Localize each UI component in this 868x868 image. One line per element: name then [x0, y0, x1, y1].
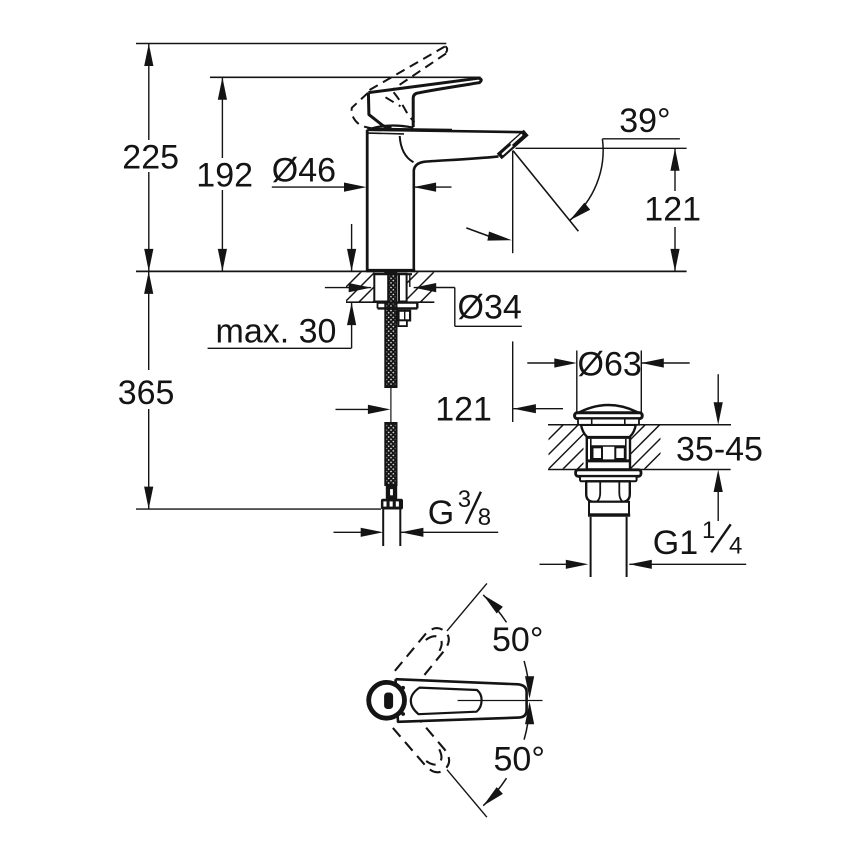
svg-text:G: G	[428, 494, 454, 532]
svg-text:max. 30: max. 30	[216, 312, 337, 350]
svg-text:192: 192	[196, 157, 253, 195]
svg-text:4: 4	[729, 533, 742, 560]
svg-text:121: 121	[435, 390, 492, 428]
svg-text:8: 8	[478, 504, 491, 531]
svg-text:225: 225	[122, 139, 179, 177]
svg-text:121: 121	[644, 191, 701, 229]
svg-text:39°: 39°	[619, 102, 670, 140]
svg-text:Ø34: Ø34	[458, 289, 522, 327]
svg-text:Ø63: Ø63	[578, 346, 642, 384]
svg-text:G1: G1	[653, 524, 698, 562]
svg-text:35-45: 35-45	[676, 431, 763, 469]
svg-text:1: 1	[702, 517, 715, 544]
svg-text:3: 3	[458, 486, 471, 513]
svg-text:Ø46: Ø46	[272, 151, 336, 189]
svg-text:50°: 50°	[494, 741, 545, 779]
svg-text:50°: 50°	[492, 621, 543, 659]
svg-text:365: 365	[118, 374, 175, 412]
